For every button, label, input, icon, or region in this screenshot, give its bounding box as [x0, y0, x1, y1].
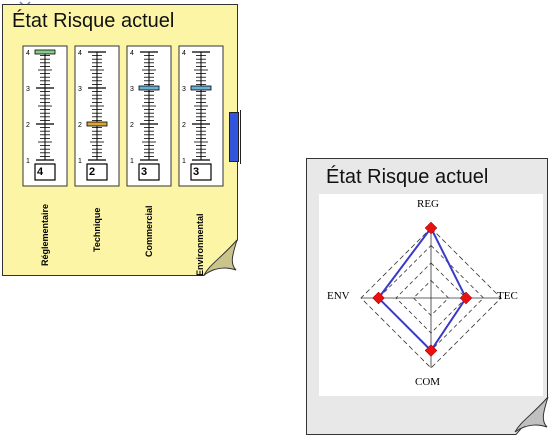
gauge-marker-commercial[interactable] [138, 85, 160, 91]
gauge-tick-label: 1 [78, 158, 82, 165]
gauge-value-technique: 2 [88, 166, 96, 178]
gauge-tick-label: 1 [26, 158, 30, 165]
gauge-marker-environmental[interactable] [190, 85, 212, 91]
radar-chart [360, 221, 502, 369]
panel-title: État Risque actuel [12, 10, 175, 32]
gauge-tick-label: 2 [182, 122, 186, 129]
gauge-value-commercial: 3 [140, 166, 148, 178]
panel-title: État Risque actuel [326, 166, 489, 188]
gauge-tick-label: 3 [130, 86, 134, 93]
gauge-label-technique: Technique [92, 207, 102, 252]
side-handle-icon[interactable] [229, 112, 239, 162]
gauge-tick-label: 2 [130, 122, 134, 129]
folded-corner-icon [203, 239, 238, 276]
gauge-tick-label: 4 [26, 50, 30, 57]
radar-label-reg: REG [417, 198, 439, 210]
gauge-value-box [138, 163, 160, 181]
radar-label-tec: TEC [497, 290, 518, 302]
gauge-tick-label: 3 [78, 86, 82, 93]
radar-label-com: COM [415, 376, 441, 388]
radar-ring [360, 227, 502, 369]
gauge-value-environmental: 3 [192, 166, 200, 178]
radar-chart-area: REG TEC COM ENV [319, 194, 543, 396]
gauge-tick-label: 4 [182, 50, 186, 57]
radar-point-tec [459, 291, 473, 305]
folded-corner-icon [514, 396, 549, 433]
gauge-tick-label: 4 [130, 50, 134, 57]
side-handle-line [240, 110, 241, 164]
radar-point-com [424, 344, 438, 357]
gauge-label-environmental: Environmental [195, 213, 205, 276]
gauge-tick-label: 3 [26, 86, 30, 93]
gauge-label-reglementaire: Réglementaire [40, 203, 50, 266]
gauge-value-reglementaire: 4 [36, 166, 44, 178]
gauge-value-box [34, 163, 56, 181]
gauge-tick-label: 1 [130, 158, 134, 165]
gauge-label-commercial: Commercial [144, 205, 154, 257]
gauge-tick-label: 2 [78, 122, 82, 129]
risk-radar-panel[interactable]: État Risque actuel REG TEC COM ENV [306, 158, 549, 435]
radar-label-env: ENV [327, 290, 350, 302]
gauge-tick-label: 2 [26, 122, 30, 129]
radar-point-env [372, 291, 385, 305]
radar-point-reg [424, 221, 438, 235]
gauge-tick-label: 3 [182, 86, 186, 93]
gauge-tick-label: 4 [78, 50, 82, 57]
gauge-marker-technique[interactable] [86, 121, 108, 127]
gauge-tick-label: 1 [182, 158, 186, 165]
gauge-value-box [190, 163, 212, 181]
gauge-value-box [86, 163, 108, 181]
gauge-marker-réglementaire[interactable] [34, 49, 56, 55]
